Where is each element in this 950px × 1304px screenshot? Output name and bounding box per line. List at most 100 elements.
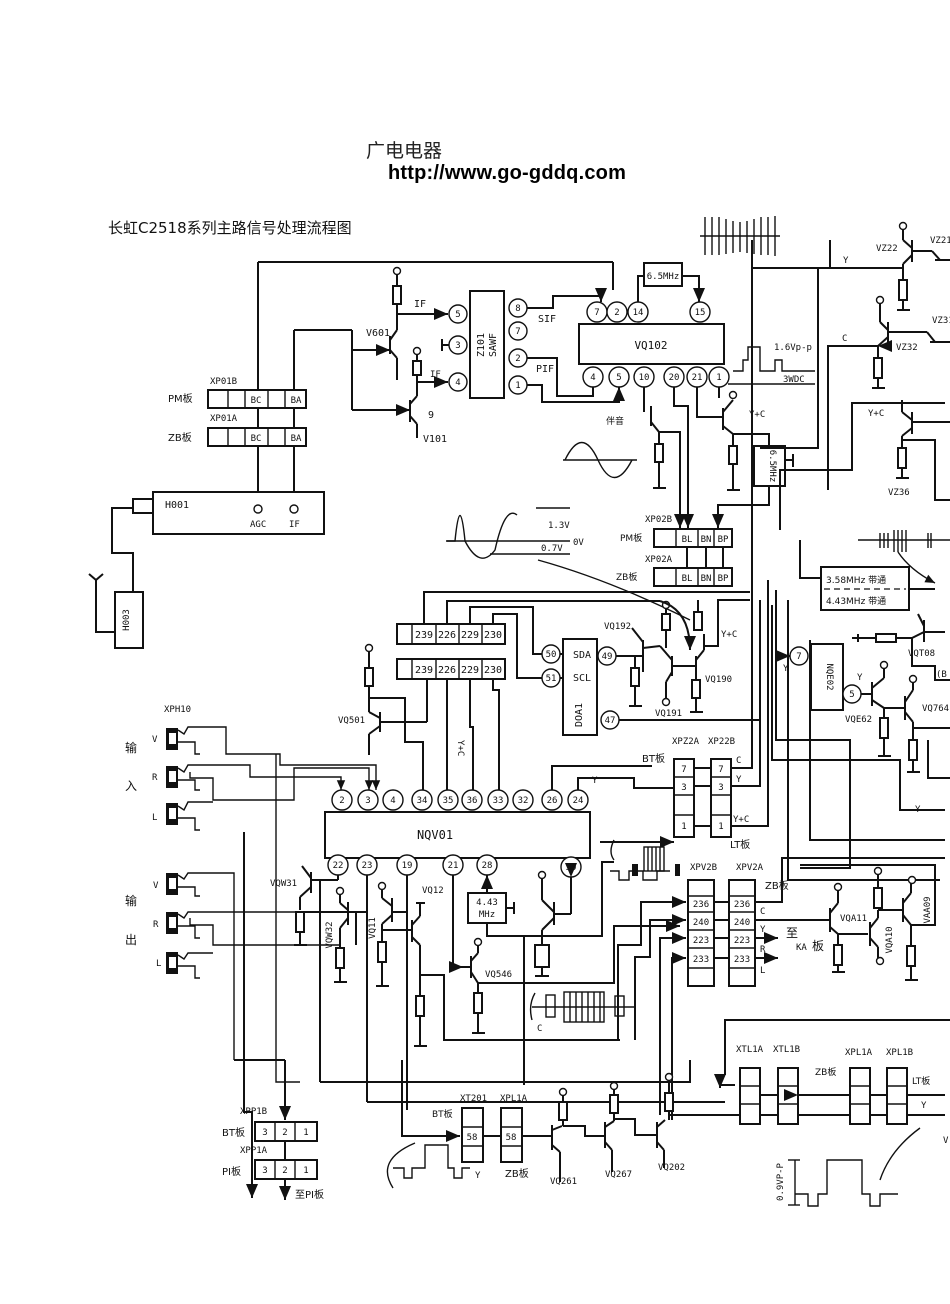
v-label: V [943,1136,949,1146]
xpl1a-bottom-board: ZB板 [505,1167,529,1180]
xtl-xpl-connectors: XTL1A XTL1B XPL1A XPL1B ZB板 LT板 Y V [670,1019,950,1181]
vz32-stage: VZ32 VZ31 C [827,295,950,490]
xp01a-label: XP01A [210,414,238,424]
xpl1a-bottom-cell: 58 [506,1133,517,1143]
bus-cell: 239 [415,630,433,641]
xp22b-cell: 3 [718,783,723,793]
bandpass-filter: 3.58MHz 带通 4.43MHz 带通 [820,566,935,611]
vq102-pin: 21 [692,373,703,383]
vqa-stage: VQA11 VQA10 VAA09 [800,864,936,981]
vqt08-stage: VQT08 (B [852,613,950,681]
xp02b-cell: BN [701,535,712,545]
bus-cell: 229 [461,665,479,676]
xp22b-cell: 7 [718,765,723,775]
bus-cell: 226 [438,630,456,641]
jack-r-label: R [152,773,158,783]
nqv01-pin: 23 [362,861,373,871]
chroma-waveform-icon: C [529,991,635,1034]
xpp1a-cell: 2 [282,1166,287,1176]
vq102-pin: 2 [614,308,619,318]
xpv2b-cell: 236 [693,900,709,910]
xpz2a-label: XPZ2A [672,737,700,747]
ka-board-label: KA [796,943,807,953]
xpp1b-cell: 1 [303,1128,308,1138]
vz36-label: VZ36 [888,488,910,498]
voltage-0v: 0V [573,538,584,548]
z101-saw-filter: Z101 SAWF 5 3 4 8 7 2 1 [441,290,528,399]
nqe02-label: NQE02 [824,663,834,690]
ka-ban-label: 板 [812,939,824,953]
xph10-label: XPH10 [164,705,191,715]
to-ka-label: 至 [786,926,798,940]
filter-443-unit: MHz [479,910,495,920]
vqe62-vq764-stage: VQE62 VQ764 [845,660,950,779]
jack-l-out-label: L [156,959,161,969]
vq102-pin: 7 [594,308,599,318]
yc-label: Y+C [733,815,749,825]
out-r-label: R [760,945,766,955]
tuner-h001: H001 AGC IF H003 [88,491,325,649]
xpv2b-label: XPV2B [690,863,717,873]
doa1-pin: 50 [546,650,557,660]
h003-label: H003 [122,609,132,631]
y-label: Y [475,1171,481,1181]
vz21-label: VZ21 [930,236,950,246]
input-jacks: XPH10 输 入 V R L [125,705,381,1198]
xtl1a-label: XTL1A [736,1045,764,1055]
bandpass-358: 3.58MHz 带通 [826,575,886,586]
nqv01-pin: 34 [417,796,428,806]
doa1-label: DOA1 [574,703,585,727]
vq102-pin: 10 [639,373,650,383]
xp02b-cell: BL [682,535,693,545]
xpv2a-cell: 236 [734,900,750,910]
sif-label: SIF [538,314,556,325]
c-label: C [537,1024,542,1034]
bus-cell: 239 [415,665,433,676]
vq11-label: VQ11 [368,917,378,939]
vq102-pin: 1 [716,373,721,383]
z101-pin: 8 [515,304,520,314]
yc-stage: Y+C 6.5MHz [696,387,794,528]
xp02b-cell: BP [718,535,729,545]
brand-name: 广电电器 [366,140,443,162]
diagram-title: 长虹C2518系列主路信号处理流程图 [108,219,352,237]
out-c-label: C [760,907,765,917]
out-y-label: Y [760,925,766,935]
xp02-connectors: XP02B PM板 BL BN BP XP02A ZB板 BL BN BP [616,515,733,587]
z101-pin: 1 [515,381,520,391]
xp02a-label: XP02A [645,555,673,565]
vqe62-label: VQE62 [845,715,872,725]
xpp1b-label: XPP1B [240,1107,267,1117]
website-url[interactable]: http://www.go-gddq.com [388,162,627,184]
xpl1b-label: XPL1B [886,1048,913,1058]
nqv01-pin: 3 [365,796,370,806]
sync-waveform-annotation: 1.3V 0V 0.7V [446,507,691,621]
jack-v-out-label: V [153,881,159,891]
z101-sub-label: SAWF [488,333,499,357]
z101-pin: 2 [515,354,520,364]
vq190-group: VQ192 VQ191 VQ190 Y+C [604,599,750,719]
xpp1-connectors: XPP1B BT板 3 2 1 XPP1A PI板 3 2 1 至PI板 [222,1059,324,1201]
nqv01-ic: NQV01 2 3 4 34 35 36 33 32 26 24 22 23 1… [324,765,676,878]
sda-label: SDA [573,650,591,661]
vq202-label: VQ202 [658,1163,685,1173]
nqe02-pin: 7 [796,652,801,662]
vq12-label: VQ12 [422,886,444,896]
xpv2b-cell: 240 [693,918,709,928]
xpl1a-board: ZB板 [815,1066,836,1078]
xpp1a-cell: 1 [303,1166,308,1176]
nqv01-pin: 24 [573,796,584,806]
xp02a-cell: BL [682,574,693,584]
right-bus-lines: Y Y [751,240,945,881]
v101-label: V101 [423,434,447,445]
z101-pin: 3 [455,341,460,351]
vqa11-label: VQA11 [840,914,867,924]
xp01-connectors: XP01B PM板 BC BA XP01A ZB板 BC BA [168,377,307,447]
xp02b-board: PM板 [620,532,642,544]
xpp1b-board: BT板 [222,1126,245,1139]
y-label: Y [915,805,921,815]
vq191-label: VQ191 [655,709,682,719]
filter-6-5mhz-side: 6.5MHz [767,450,777,483]
xp01b-cell: BC [251,396,262,406]
video-waveform-icon [700,216,780,256]
